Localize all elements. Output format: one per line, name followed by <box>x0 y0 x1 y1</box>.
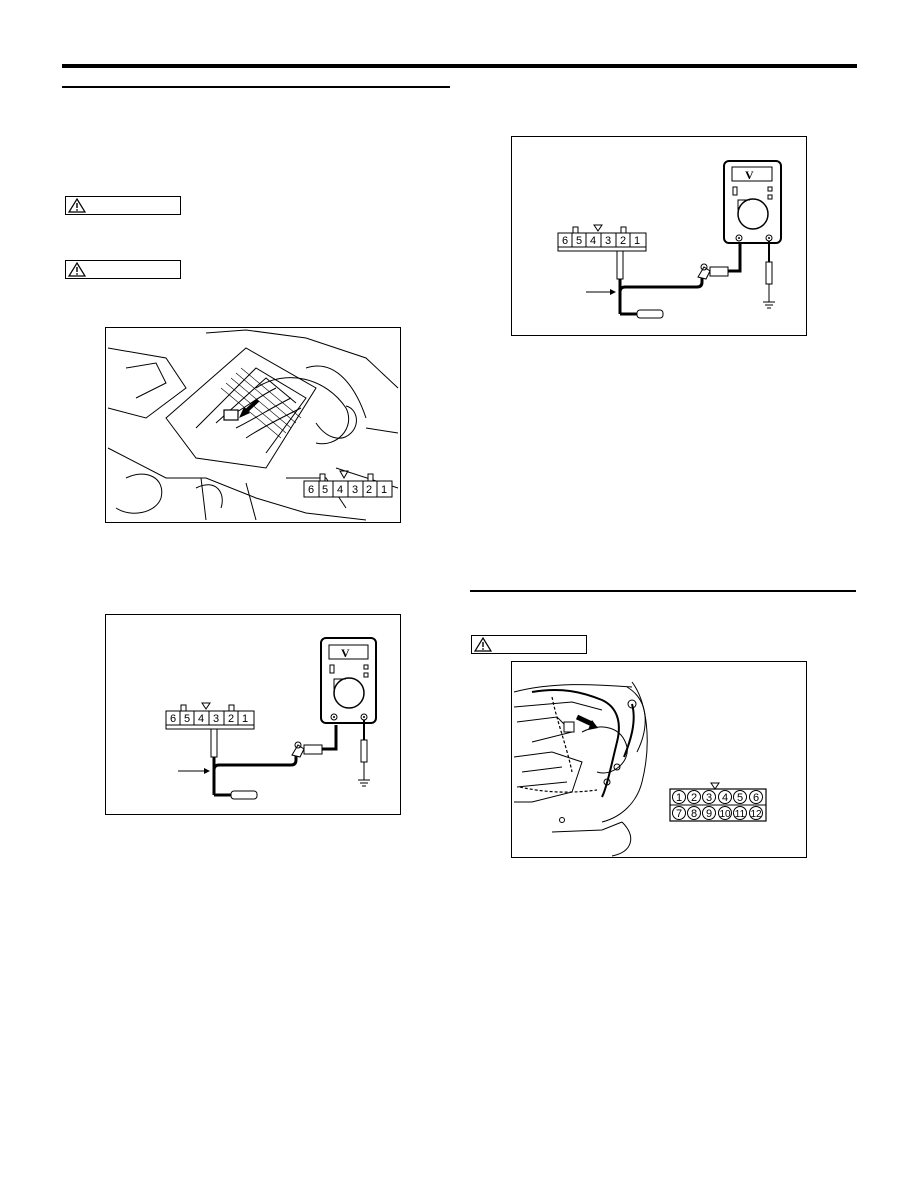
warning-triangle-icon <box>474 637 492 652</box>
pin-label: 2 <box>691 792 697 804</box>
pin-label: 10 <box>719 809 731 820</box>
pin-label: 4 <box>198 713 204 725</box>
pin-label: 12 <box>750 809 762 820</box>
warning-triangle-icon <box>68 262 86 277</box>
left-section-heading-rule <box>62 86 450 88</box>
pin-label: 5 <box>322 484 328 496</box>
pin-label: 5 <box>184 713 190 725</box>
pin-label: 2 <box>366 484 372 496</box>
figure-engine-connector: 1 2 3 4 5 6 7 8 9 10 11 12 <box>511 661 807 858</box>
pin-label: 2 <box>620 235 626 247</box>
voltmeter-diagram: 6 5 4 3 2 1 V <box>165 637 377 800</box>
pin-label: 5 <box>737 792 743 804</box>
header-rule <box>62 64 857 68</box>
pin-label: 6 <box>562 235 568 247</box>
right-section-heading-rule <box>470 590 856 592</box>
connector-face-inset: 6 5 4 3 2 1 <box>303 470 393 498</box>
pin-label: 4 <box>590 235 596 247</box>
pin-label: 8 <box>691 808 697 820</box>
figure-connector-location: 6 5 4 3 2 1 <box>105 327 401 523</box>
figure-voltage-test-pin3: 6 5 4 3 2 1 V <box>105 614 401 815</box>
voltmeter-diagram: 6 5 4 3 2 1 V <box>557 160 782 319</box>
pin-label: 5 <box>576 235 582 247</box>
pin-label: 3 <box>605 235 611 247</box>
caution-box-3 <box>471 635 587 654</box>
pin-label: 6 <box>308 484 314 496</box>
pin-label: 4 <box>722 792 728 804</box>
caution-box-1 <box>65 196 181 215</box>
caution-box-2 <box>65 260 181 279</box>
pin-label: 3 <box>213 713 219 725</box>
figure-voltage-test-pin2: 6 5 4 3 2 1 V <box>511 136 807 336</box>
pin-label: 7 <box>676 808 682 820</box>
pin-label: 3 <box>352 484 358 496</box>
meter-symbol: V <box>341 646 350 660</box>
pin-label: 2 <box>228 713 234 725</box>
engine-connector-face: 1 2 3 4 5 6 7 8 9 10 11 12 <box>669 782 767 822</box>
pin-label: 1 <box>242 713 248 725</box>
pin-label: 1 <box>381 484 387 496</box>
pin-label: 6 <box>170 713 176 725</box>
pin-label: 1 <box>676 792 682 804</box>
pin-label: 11 <box>735 809 746 820</box>
pin-label: 1 <box>634 235 640 247</box>
meter-symbol: V <box>745 168 754 182</box>
engine-bay-illustration <box>513 681 648 857</box>
dash-harness-illustration <box>107 329 399 521</box>
pin-label: 9 <box>706 808 712 820</box>
pin-label: 6 <box>753 792 759 804</box>
pin-label: 3 <box>706 792 712 804</box>
warning-triangle-icon <box>68 198 86 213</box>
pin-label: 4 <box>337 484 343 496</box>
